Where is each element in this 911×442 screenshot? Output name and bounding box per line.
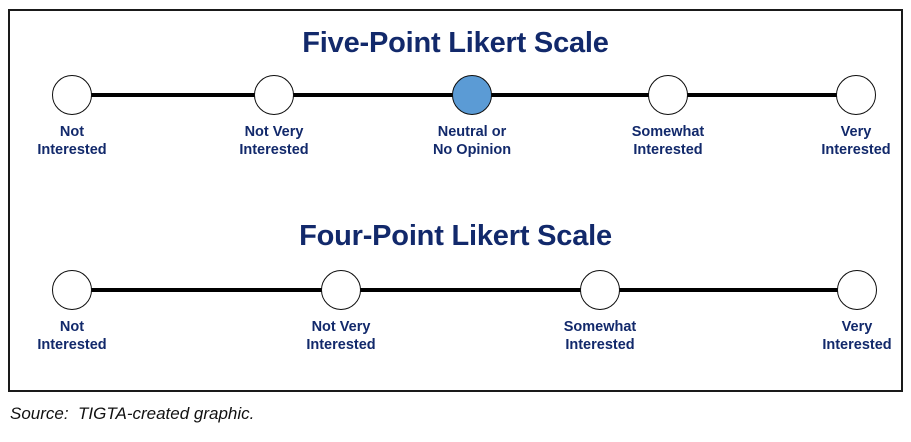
- four-point-scale-track: [10, 267, 901, 313]
- scale-point-label-line1: Not: [59, 124, 85, 140]
- four-point-scale-title: Four-Point Likert Scale: [299, 220, 612, 252]
- scale-point-label: Neutral or No Opinion: [397, 123, 547, 159]
- scale-point-label-line2: Interested: [306, 337, 376, 353]
- scale-point[interactable]: [254, 75, 294, 115]
- scale-point-label-line2: Interested: [821, 142, 891, 158]
- scale-point-label-line1: Neutral or: [437, 124, 507, 140]
- scale-point-label-line1: Somewhat: [563, 319, 637, 335]
- scale-point-label-line1: Very: [841, 319, 873, 335]
- scale-point-label-line1: Not Very: [244, 124, 304, 140]
- scale-point-label-line2: Interested: [633, 142, 703, 158]
- scale-connector-line: [72, 288, 857, 292]
- scale-point-label-line2: Interested: [239, 142, 309, 158]
- scale-point[interactable]: [52, 270, 92, 310]
- scale-point[interactable]: [52, 75, 92, 115]
- scale-point-label-line1: Very: [840, 124, 872, 140]
- scale-point-label-line1: Not: [59, 319, 85, 335]
- scale-point-label-line2: Interested: [565, 337, 635, 353]
- scale-point[interactable]: [837, 270, 877, 310]
- scale-point-label-line1: Not Very: [311, 319, 371, 335]
- scale-point[interactable]: [580, 270, 620, 310]
- scale-point[interactable]: [648, 75, 688, 115]
- scale-point[interactable]: [836, 75, 876, 115]
- scale-point[interactable]: [321, 270, 361, 310]
- five-point-scale-title: Five-Point Likert Scale: [302, 27, 609, 59]
- scale-point-label-line2: Interested: [822, 337, 892, 353]
- scale-point-label-line2: Interested: [37, 337, 107, 353]
- scale-point-label-line2: Interested: [37, 142, 107, 158]
- scale-point-label-line2: No Opinion: [432, 142, 512, 158]
- scale-point-selected[interactable]: [452, 75, 492, 115]
- source-caption: Source: TIGTA-created graphic.: [10, 404, 255, 423]
- five-point-scale-track: [10, 72, 901, 118]
- scale-point-label-line1: Somewhat: [631, 124, 705, 140]
